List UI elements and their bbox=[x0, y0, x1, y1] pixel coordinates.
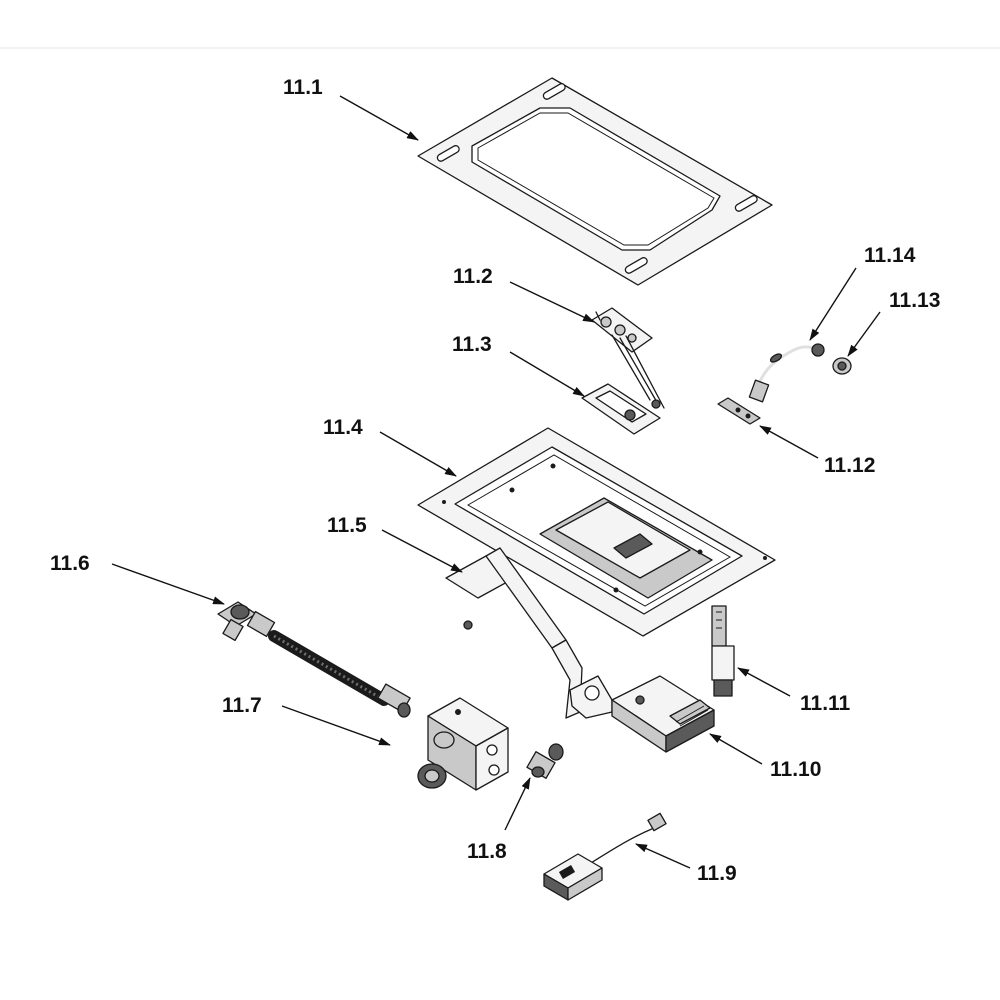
callout-11-12: 11.12 bbox=[759, 425, 875, 477]
callout-label: 11.14 bbox=[864, 244, 916, 267]
callout-11-7: 11.7 bbox=[222, 694, 391, 746]
callout-11-9: 11.9 bbox=[635, 843, 737, 885]
callout-11-14: 11.14 bbox=[809, 244, 916, 341]
callout-11-8: 11.8 bbox=[467, 777, 531, 863]
callout-label: 11.1 bbox=[283, 76, 323, 99]
callout-11-1: 11.1 bbox=[283, 76, 419, 141]
callout-11-3: 11.3 bbox=[452, 333, 585, 397]
part-11-6-gas-hose bbox=[217, 601, 411, 718]
callout-label: 11.11 bbox=[800, 692, 851, 715]
part-11-10-control-module bbox=[611, 675, 715, 753]
callout-label: 11.3 bbox=[452, 333, 492, 356]
callout-label: 11.4 bbox=[323, 416, 363, 439]
callout-label: 11.2 bbox=[453, 265, 493, 288]
callout-11-6: 11.6 bbox=[50, 552, 225, 605]
part-11-7-gas-valve bbox=[417, 697, 509, 791]
callout-11-13: 11.13 bbox=[847, 289, 940, 357]
callout-label: 11.12 bbox=[824, 454, 875, 477]
part-11-13-fitting-nut bbox=[832, 357, 852, 375]
callout-label: 11.7 bbox=[222, 694, 262, 717]
callout-label: 11.8 bbox=[467, 840, 507, 863]
callout-label: 11.9 bbox=[697, 862, 737, 885]
callout-11-2: 11.2 bbox=[453, 265, 595, 323]
part-11-11-connector bbox=[711, 605, 735, 697]
part-11-5-mounting-bracket bbox=[445, 547, 613, 719]
part-11-1-gasket-frame bbox=[417, 77, 773, 286]
callout-label: 11.10 bbox=[770, 758, 821, 781]
callout-label: 11.5 bbox=[327, 514, 367, 537]
part-11-14-pilot-tube bbox=[748, 343, 825, 403]
callout-11-11: 11.11 bbox=[737, 667, 851, 715]
callout-label: 11.6 bbox=[50, 552, 90, 575]
callout-11-10: 11.10 bbox=[709, 733, 821, 781]
part-11-2-pilot-assembly bbox=[591, 307, 665, 409]
part-11-12-bracket bbox=[717, 397, 761, 425]
part-11-4-burner-tray bbox=[417, 427, 776, 637]
part-11-3-pilot-gasket bbox=[581, 383, 661, 435]
part-11-8-elbow-fitting bbox=[526, 743, 564, 779]
callout-11-5: 11.5 bbox=[327, 514, 463, 573]
part-11-9-power-adapter bbox=[543, 812, 667, 901]
callout-11-4: 11.4 bbox=[323, 416, 457, 477]
callout-label: 11.13 bbox=[889, 289, 940, 312]
